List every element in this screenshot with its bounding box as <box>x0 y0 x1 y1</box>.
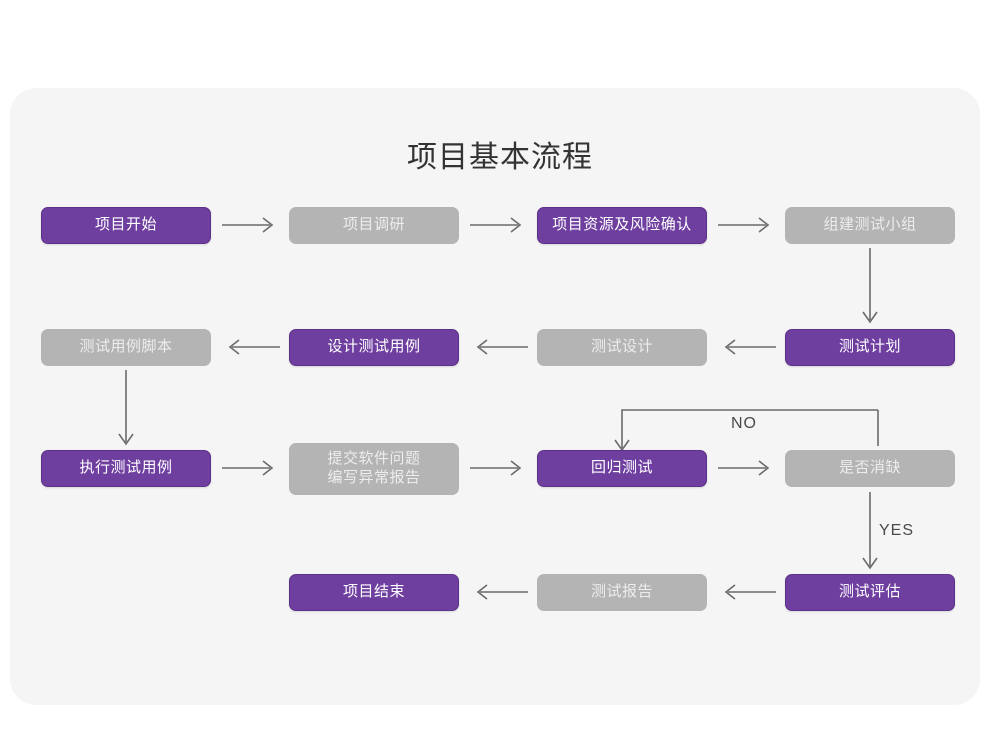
flow-node-regression-test[interactable]: 回归测试 <box>537 450 707 487</box>
flow-node-project-start[interactable]: 项目开始 <box>41 207 211 244</box>
flow-node-test-report[interactable]: 测试报告 <box>537 574 707 611</box>
flow-node-test-design[interactable]: 测试设计 <box>537 329 707 366</box>
flow-node-resource-risk-confirm[interactable]: 项目资源及风险确认 <box>537 207 707 244</box>
edge-label-yes: YES <box>879 522 915 539</box>
flow-node-execute-testcase[interactable]: 执行测试用例 <box>41 450 211 487</box>
flowchart-card <box>10 88 980 705</box>
edge-label-no: NO <box>731 415 757 432</box>
flow-node-design-testcase[interactable]: 设计测试用例 <box>289 329 459 366</box>
flow-node-testcase-script[interactable]: 测试用例脚本 <box>41 329 211 366</box>
flow-node-test-evaluation[interactable]: 测试评估 <box>785 574 955 611</box>
flow-node-defect-resolved-decision[interactable]: 是否消缺 <box>785 450 955 487</box>
flow-node-project-research[interactable]: 项目调研 <box>289 207 459 244</box>
flow-node-submit-issue-report[interactable]: 提交软件问题 编写异常报告 <box>289 443 459 495</box>
flow-node-project-end[interactable]: 项目结束 <box>289 574 459 611</box>
page-title: 项目基本流程 <box>407 141 593 174</box>
flow-node-build-test-team[interactable]: 组建测试小组 <box>785 207 955 244</box>
flow-node-test-plan[interactable]: 测试计划 <box>785 329 955 366</box>
